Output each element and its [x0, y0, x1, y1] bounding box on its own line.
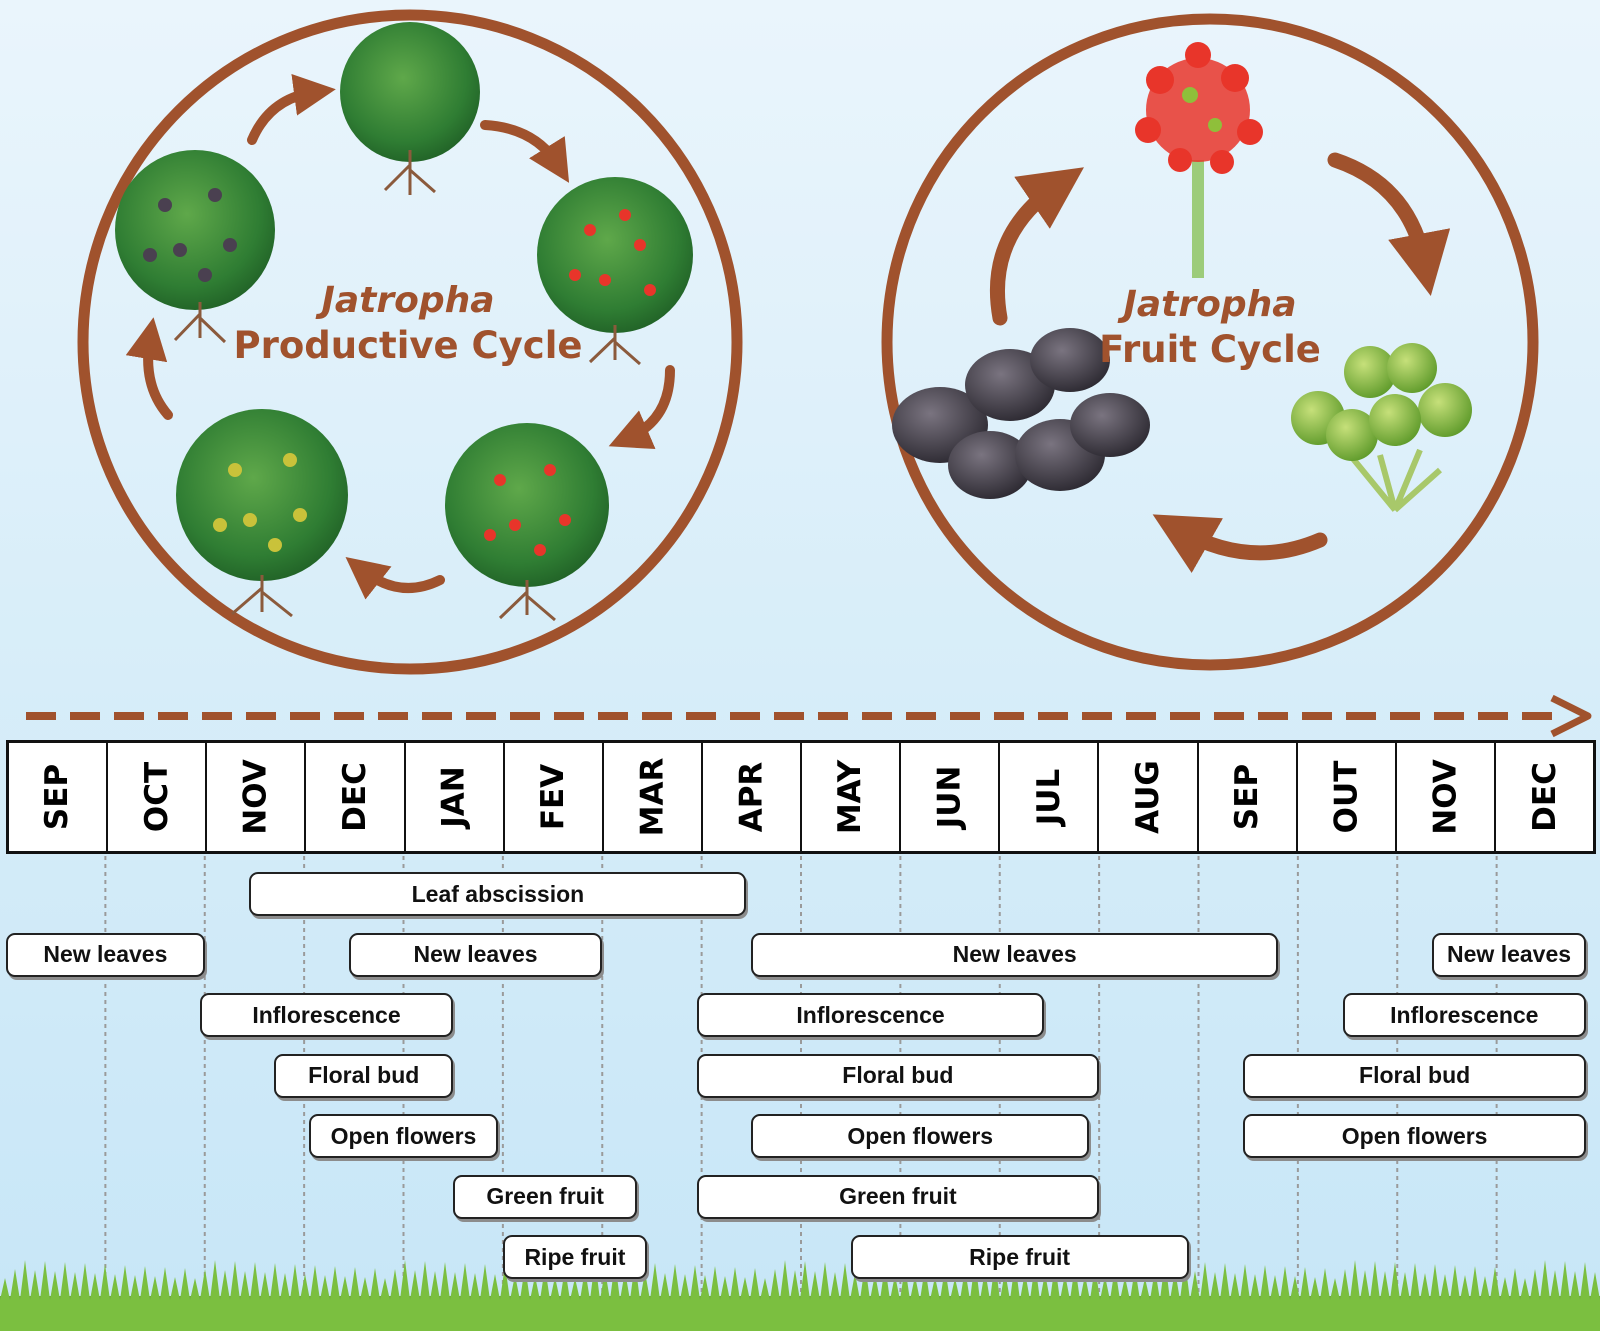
tree-flowering-icon: [537, 177, 693, 366]
phase-bar: Floral bud: [1243, 1053, 1587, 1098]
cycle-arrow-icon: [1327, 152, 1451, 296]
productive-cycle-title-main: Productive Cycle: [233, 324, 583, 367]
phase-bar: Open flowers: [309, 1114, 498, 1158]
month-cell: AUG: [1099, 743, 1199, 851]
cycle-arrow-icon: [608, 365, 675, 450]
productive-cycle-title: Jatropha Productive Cycle: [208, 278, 608, 369]
cycle-arrow-icon: [1152, 514, 1328, 573]
month-cell: APR: [703, 743, 802, 851]
month-cell: NOV: [207, 743, 307, 851]
phase-bar: Ripe fruit: [502, 1235, 647, 1279]
cycle-arrow-icon: [125, 317, 173, 420]
phase-bar: Open flowers: [751, 1114, 1090, 1158]
fruit-cycle-title-main: Fruit Cycle: [1099, 328, 1321, 371]
phase-bar: Green fruit: [696, 1174, 1100, 1219]
tree-flowering-icon: [445, 423, 609, 622]
phase-bar: Green fruit: [453, 1174, 638, 1219]
cycle-arrow-icon: [345, 556, 445, 600]
phase-bar: New leaves: [348, 932, 603, 977]
month-cell: MAR: [604, 743, 703, 851]
month-cell: JUL: [1000, 743, 1100, 851]
fruit-cycle-title-italic: Jatropha: [1123, 284, 1297, 325]
month-cell: SEP: [9, 743, 109, 851]
grass-decoration: [0, 1260, 1600, 1331]
phase-bar: Open flowers: [1243, 1114, 1587, 1158]
month-cell: NOV: [1397, 743, 1496, 851]
month-cell: JUN: [901, 743, 1001, 851]
month-timeline: SEP OCT NOV DEC JAN FEV MAR APR MAY JUN …: [6, 740, 1596, 854]
timeline-arrow-icon: [26, 694, 1592, 738]
tree-green-fruit-icon: [176, 409, 348, 618]
month-cell: DEC: [306, 743, 406, 851]
month-cell: SEP: [1199, 743, 1298, 851]
cycle-arrow-icon: [480, 120, 570, 183]
cycle-arrow-icon: [247, 73, 336, 145]
phase-bar: Inflorescence: [696, 993, 1045, 1037]
month-cell: OCT: [108, 743, 208, 851]
productive-cycle-title-italic: Jatropha: [321, 280, 495, 321]
phase-bar: New leaves: [1432, 932, 1587, 977]
green-fruit-cluster-icon: [1291, 343, 1472, 513]
phase-bar: Ripe fruit: [850, 1235, 1189, 1279]
phase-bar: Leaf abscission: [249, 872, 747, 916]
productive-cycle-ring: [77, 9, 743, 675]
month-guide-lines: [104, 856, 1498, 1300]
month-cell: OUT: [1298, 743, 1397, 851]
phase-bar: New leaves: [751, 932, 1278, 977]
fruit-cycle-title: Jatropha Fruit Cycle: [1020, 282, 1400, 373]
phase-bar: New leaves: [6, 932, 205, 977]
month-cell: FEV: [505, 743, 604, 851]
phase-bar: Floral bud: [696, 1053, 1100, 1098]
month-cell: MAY: [802, 743, 902, 851]
cycle-arrow-icon: [989, 167, 1084, 326]
phase-bar: Floral bud: [274, 1053, 454, 1098]
ripe-seeds-icon: [892, 328, 1150, 499]
phase-bar: Inflorescence: [1342, 993, 1587, 1037]
month-cell: JAN: [406, 743, 505, 851]
fruit-cycle-ring: [881, 13, 1539, 671]
tree-ripe-fruit-icon: [115, 150, 275, 344]
jatropha-flower-icon: [1135, 42, 1263, 278]
phase-bar: Inflorescence: [199, 993, 454, 1037]
tree-icon: [340, 22, 480, 195]
